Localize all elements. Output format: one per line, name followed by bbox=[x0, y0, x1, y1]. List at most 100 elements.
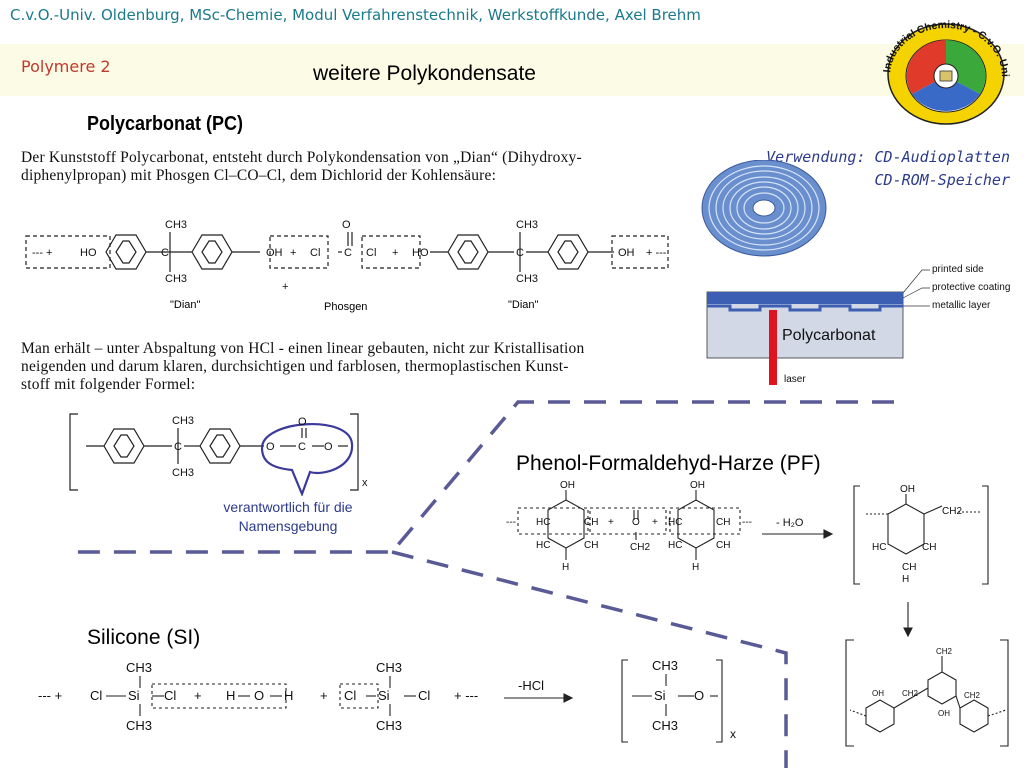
svg-text:CH3: CH3 bbox=[652, 658, 678, 673]
si-heading: Silicone (SI) bbox=[87, 626, 201, 649]
cd-usage-line: CD-ROM-Speicher bbox=[874, 171, 1010, 189]
svg-text:CH3: CH3 bbox=[376, 718, 402, 733]
pc-result-line: neigenden und darum klaren, durchsichtig… bbox=[21, 358, 569, 375]
course-header: C.v.O.-Univ. Oldenburg, MSc-Chemie, Modu… bbox=[10, 6, 701, 24]
svg-text:+: + bbox=[194, 688, 202, 703]
svg-text:CH3: CH3 bbox=[172, 415, 194, 427]
svg-text:C: C bbox=[161, 247, 169, 259]
annotation-line: verantwortlich für die bbox=[223, 499, 353, 515]
svg-text:H: H bbox=[692, 562, 699, 573]
pc-polymer-formula: CH3 C CH3 O O C O x bbox=[69, 413, 368, 496]
svg-text:HC: HC bbox=[536, 540, 550, 551]
svg-text:OH: OH bbox=[900, 484, 915, 495]
pf-heading: Phenol-Formaldehyd-Harze (PF) bbox=[516, 452, 821, 475]
pf-network-structure: OH OH CH2 CH2 CH2 bbox=[845, 602, 1009, 747]
layer-label-metallic-layer: metallic layer bbox=[932, 300, 991, 311]
svg-text:OH: OH bbox=[266, 247, 283, 259]
svg-text:CH: CH bbox=[584, 540, 598, 551]
svg-text:HO: HO bbox=[80, 247, 97, 259]
cd-usage-line: Verwendung: CD-Audioplatten bbox=[766, 148, 1010, 166]
svg-text:Si: Si bbox=[128, 688, 140, 703]
dian-label: "Dian" bbox=[508, 299, 539, 311]
svg-text:+: + bbox=[608, 517, 614, 528]
svg-text:OH: OH bbox=[618, 247, 635, 259]
svg-text:+: + bbox=[392, 247, 398, 259]
svg-text:--- +: --- + bbox=[32, 247, 52, 259]
svg-text:C: C bbox=[344, 247, 352, 259]
svg-text:CH2: CH2 bbox=[902, 689, 919, 698]
svg-text:O: O bbox=[266, 441, 275, 453]
svg-text:+ ---: + --- bbox=[646, 247, 667, 259]
pc-polymer-subscript: x bbox=[362, 477, 368, 489]
svg-text:CH3: CH3 bbox=[652, 718, 678, 733]
svg-text:Cl: Cl bbox=[310, 247, 320, 259]
annotation-line: Namensgebung bbox=[238, 518, 338, 534]
pc-intro-line: diphenylpropan) mit Phosgen Cl–CO–Cl, de… bbox=[21, 167, 497, 184]
svg-text:Cl: Cl bbox=[366, 247, 376, 259]
svg-text:CH: CH bbox=[902, 562, 916, 573]
svg-text:Cl: Cl bbox=[90, 688, 102, 703]
laser-label: laser bbox=[784, 374, 806, 385]
svg-text:+: + bbox=[320, 688, 328, 703]
svg-text:CH2: CH2 bbox=[630, 542, 650, 553]
pc-intro-text: Der Kunststoff Polycarbonat, entsteht du… bbox=[21, 149, 691, 185]
pc-reaction-scheme: --- + HO CH3 C CH3 OH + Cl O C Cl + HO C… bbox=[25, 219, 669, 313]
svg-text:---: --- bbox=[742, 517, 752, 528]
layer-label-printed-side: printed side bbox=[932, 264, 984, 275]
pf-elimination-label: - H₂O bbox=[776, 517, 804, 529]
cd-diagram: printed side protective coating metallic… bbox=[701, 160, 1010, 385]
svg-text:CH3: CH3 bbox=[516, 273, 538, 285]
cd-disc-icon bbox=[701, 160, 827, 257]
phosgen-label: Phosgen bbox=[324, 301, 367, 313]
svg-text:HC: HC bbox=[668, 517, 682, 528]
svg-text:---: --- bbox=[506, 517, 516, 528]
svg-text:O: O bbox=[298, 416, 307, 428]
svg-text:OH: OH bbox=[872, 689, 884, 698]
svg-text:O: O bbox=[694, 688, 704, 703]
svg-text:CH: CH bbox=[716, 517, 730, 528]
svg-text:+: + bbox=[652, 517, 658, 528]
svg-text:CH3: CH3 bbox=[126, 718, 152, 733]
svg-text:OH: OH bbox=[690, 480, 705, 491]
svg-text:Si: Si bbox=[654, 688, 666, 703]
svg-text:CH: CH bbox=[922, 542, 936, 553]
cd-usage-text: Verwendung: CD-Audioplatten CD-ROM-Speic… bbox=[690, 146, 1010, 192]
slide-title: weitere Polykondensate bbox=[313, 62, 536, 85]
svg-text:H: H bbox=[902, 574, 909, 585]
svg-text:HC: HC bbox=[668, 540, 682, 551]
svg-text:H: H bbox=[562, 562, 569, 573]
svg-text:CH3: CH3 bbox=[376, 660, 402, 675]
svg-text:O: O bbox=[632, 517, 640, 528]
svg-text:H: H bbox=[226, 688, 235, 703]
svg-text:CH2: CH2 bbox=[942, 506, 962, 517]
svg-text:Cl: Cl bbox=[164, 688, 176, 703]
dashed-separator bbox=[76, 400, 894, 768]
svg-text:OH: OH bbox=[560, 480, 575, 491]
pc-intro-line: Der Kunststoff Polycarbonat, entsteht du… bbox=[21, 149, 582, 166]
svg-text:CH3: CH3 bbox=[165, 273, 187, 285]
svg-text:HC: HC bbox=[536, 517, 550, 528]
pf-reaction-scheme: --- HC OH CH + O + HC OH CH --- HC CH CH… bbox=[506, 480, 989, 585]
svg-text:C: C bbox=[298, 441, 306, 453]
svg-text:Cl: Cl bbox=[344, 688, 356, 703]
svg-text:C: C bbox=[174, 441, 182, 453]
pc-result-line: stoff mit folgender Formel: bbox=[21, 376, 196, 393]
layer-label-protective-coating: protective coating bbox=[932, 282, 1010, 293]
svg-text:+: + bbox=[290, 247, 296, 259]
svg-text:CH: CH bbox=[584, 517, 598, 528]
si-reaction-scheme: --- + Cl CH3 Si CH3 Cl + H O H + Cl CH3 … bbox=[38, 658, 736, 743]
section-label: Polymere 2 bbox=[21, 57, 111, 76]
svg-text:CH3: CH3 bbox=[165, 219, 187, 231]
si-polymer-subscript: x bbox=[730, 727, 736, 741]
substrate-label: Polycarbonat bbox=[782, 327, 876, 344]
svg-text:CH3: CH3 bbox=[172, 467, 194, 479]
svg-text:HO: HO bbox=[412, 247, 429, 259]
svg-text:C: C bbox=[516, 247, 524, 259]
svg-text:+ ---: + --- bbox=[454, 688, 478, 703]
svg-text:CH: CH bbox=[716, 540, 730, 551]
naming-annotation: verantwortlich für die Namensgebung bbox=[198, 498, 378, 536]
dian-label: "Dian" bbox=[170, 299, 201, 311]
laser-beam bbox=[769, 310, 777, 385]
pc-result-line: Man erhält – unter Abspaltung von HCl - … bbox=[21, 340, 585, 357]
svg-text:Si: Si bbox=[378, 688, 390, 703]
